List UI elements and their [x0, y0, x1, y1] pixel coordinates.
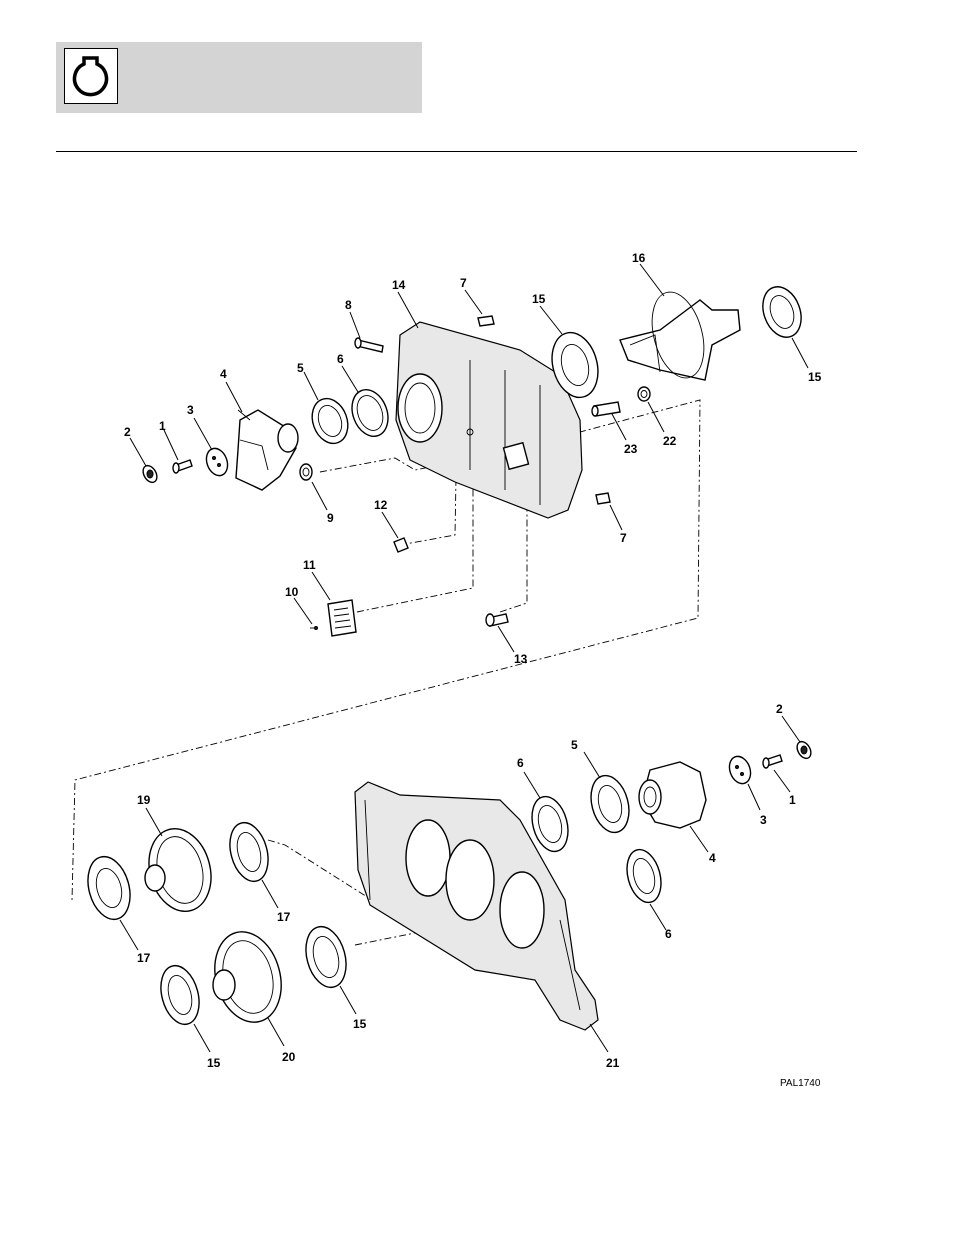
part-4-yoke-bottom [639, 762, 706, 828]
part-10-rivet [310, 627, 318, 630]
part-22-nut [638, 387, 650, 401]
part-5-seal-top [306, 394, 354, 449]
callout-17-a: 17 [137, 951, 151, 965]
header-rule [56, 151, 857, 152]
part-16-gear-shaft [620, 286, 740, 383]
transmission-icon [64, 48, 118, 104]
part-12-plug [394, 538, 408, 552]
callout-1-bottom: 1 [789, 793, 796, 807]
callout-13: 13 [514, 652, 528, 666]
callout-23: 23 [624, 442, 638, 456]
part-8-bolt [355, 338, 383, 352]
callout-8: 8 [345, 298, 352, 312]
callout-22: 22 [663, 434, 677, 448]
callout-9: 9 [327, 511, 334, 525]
callout-14: 14 [392, 278, 406, 292]
callout-6-top: 6 [337, 352, 344, 366]
callout-11: 11 [303, 558, 316, 572]
part-7-dowel-top [478, 316, 494, 326]
callout-21: 21 [606, 1056, 620, 1070]
figure-reference: PAL1740 [780, 1078, 821, 1089]
callout-15-a: 15 [532, 292, 546, 306]
callout-1-top: 1 [159, 419, 166, 433]
callout-4-top: 4 [220, 367, 227, 381]
callout-15-b: 15 [808, 370, 822, 384]
callout-15-d: 15 [207, 1056, 221, 1070]
callout-6-bottom-b: 6 [665, 927, 672, 941]
callout-3-bottom: 3 [760, 813, 767, 827]
callout-19: 19 [137, 793, 151, 807]
part-6-ring-top [346, 385, 394, 442]
exploded-parts-diagram: 2 1 3 4 5 6 8 9 14 7 15 16 15 23 22 7 12… [60, 240, 840, 1100]
callout-7-bottom: 7 [620, 531, 627, 545]
part-3-plate-top [203, 445, 231, 478]
part-11-nameplate [328, 600, 356, 636]
part-23-pin [592, 402, 620, 416]
part-6-ring-bottom-b [622, 846, 667, 906]
part-9-plug [300, 464, 312, 480]
part-15-bearing-b [756, 281, 808, 342]
part-15-bearing-d [155, 961, 205, 1028]
part-7-dowel-bottom [596, 493, 610, 504]
callout-10: 10 [285, 585, 299, 599]
part-13-bolt [486, 614, 508, 626]
part-2-washer-bottom [794, 739, 813, 761]
callout-20: 20 [282, 1050, 296, 1064]
part-19-gear [140, 822, 220, 919]
callout-4-bottom: 4 [709, 851, 716, 865]
part-17-bearing-a [81, 852, 136, 924]
callout-6-bottom-a: 6 [517, 756, 524, 770]
callout-7-top: 7 [460, 276, 467, 290]
callout-2-top: 2 [124, 425, 131, 439]
callout-12: 12 [374, 498, 388, 512]
callout-5-top: 5 [297, 361, 304, 375]
part-15-bearing-c [300, 922, 353, 992]
part-2-washer-top [140, 463, 159, 485]
callout-5-bottom: 5 [571, 738, 578, 752]
callout-16: 16 [632, 251, 646, 265]
part-20-gear [205, 924, 291, 1029]
callout-2-bottom: 2 [776, 702, 783, 716]
callout-15-c: 15 [353, 1017, 367, 1031]
callout-17-b: 17 [277, 910, 291, 924]
callout-3-top: 3 [187, 403, 194, 417]
part-17-bearing-b [224, 818, 274, 885]
part-3-plate-bottom [726, 753, 754, 786]
part-1-bolt-bottom [763, 755, 782, 768]
part-1-bolt-top [173, 460, 192, 473]
header-band [56, 42, 422, 113]
part-5-seal-bottom [585, 771, 635, 836]
part-4-yoke-top [236, 410, 298, 490]
